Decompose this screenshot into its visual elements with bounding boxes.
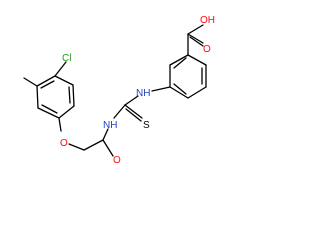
benzoic-ring [169, 54, 207, 99]
carboxyl-oh-label: OH [200, 15, 215, 26]
ether-o-label: O [60, 138, 68, 149]
aryl-ring [23, 61, 75, 119]
amide-linker [58, 117, 114, 157]
structure-svg: OH O NH S NH O O Cl [23, 15, 215, 166]
thiourea-linker [113, 86, 171, 122]
chlorine-label: Cl [62, 53, 71, 64]
amide-o-label: O [113, 155, 121, 166]
amide-nh-label: NH [103, 120, 117, 131]
carboxylic-acid-group [187, 24, 204, 56]
molecule-diagram: OH O NH S NH O O Cl [23, 15, 215, 166]
atom-labels: OH O NH S NH O O Cl [60, 15, 215, 166]
carboxyl-o-label: O [203, 44, 211, 55]
thiourea-nh-label: NH [136, 88, 150, 99]
thione-s-label: S [143, 120, 150, 131]
